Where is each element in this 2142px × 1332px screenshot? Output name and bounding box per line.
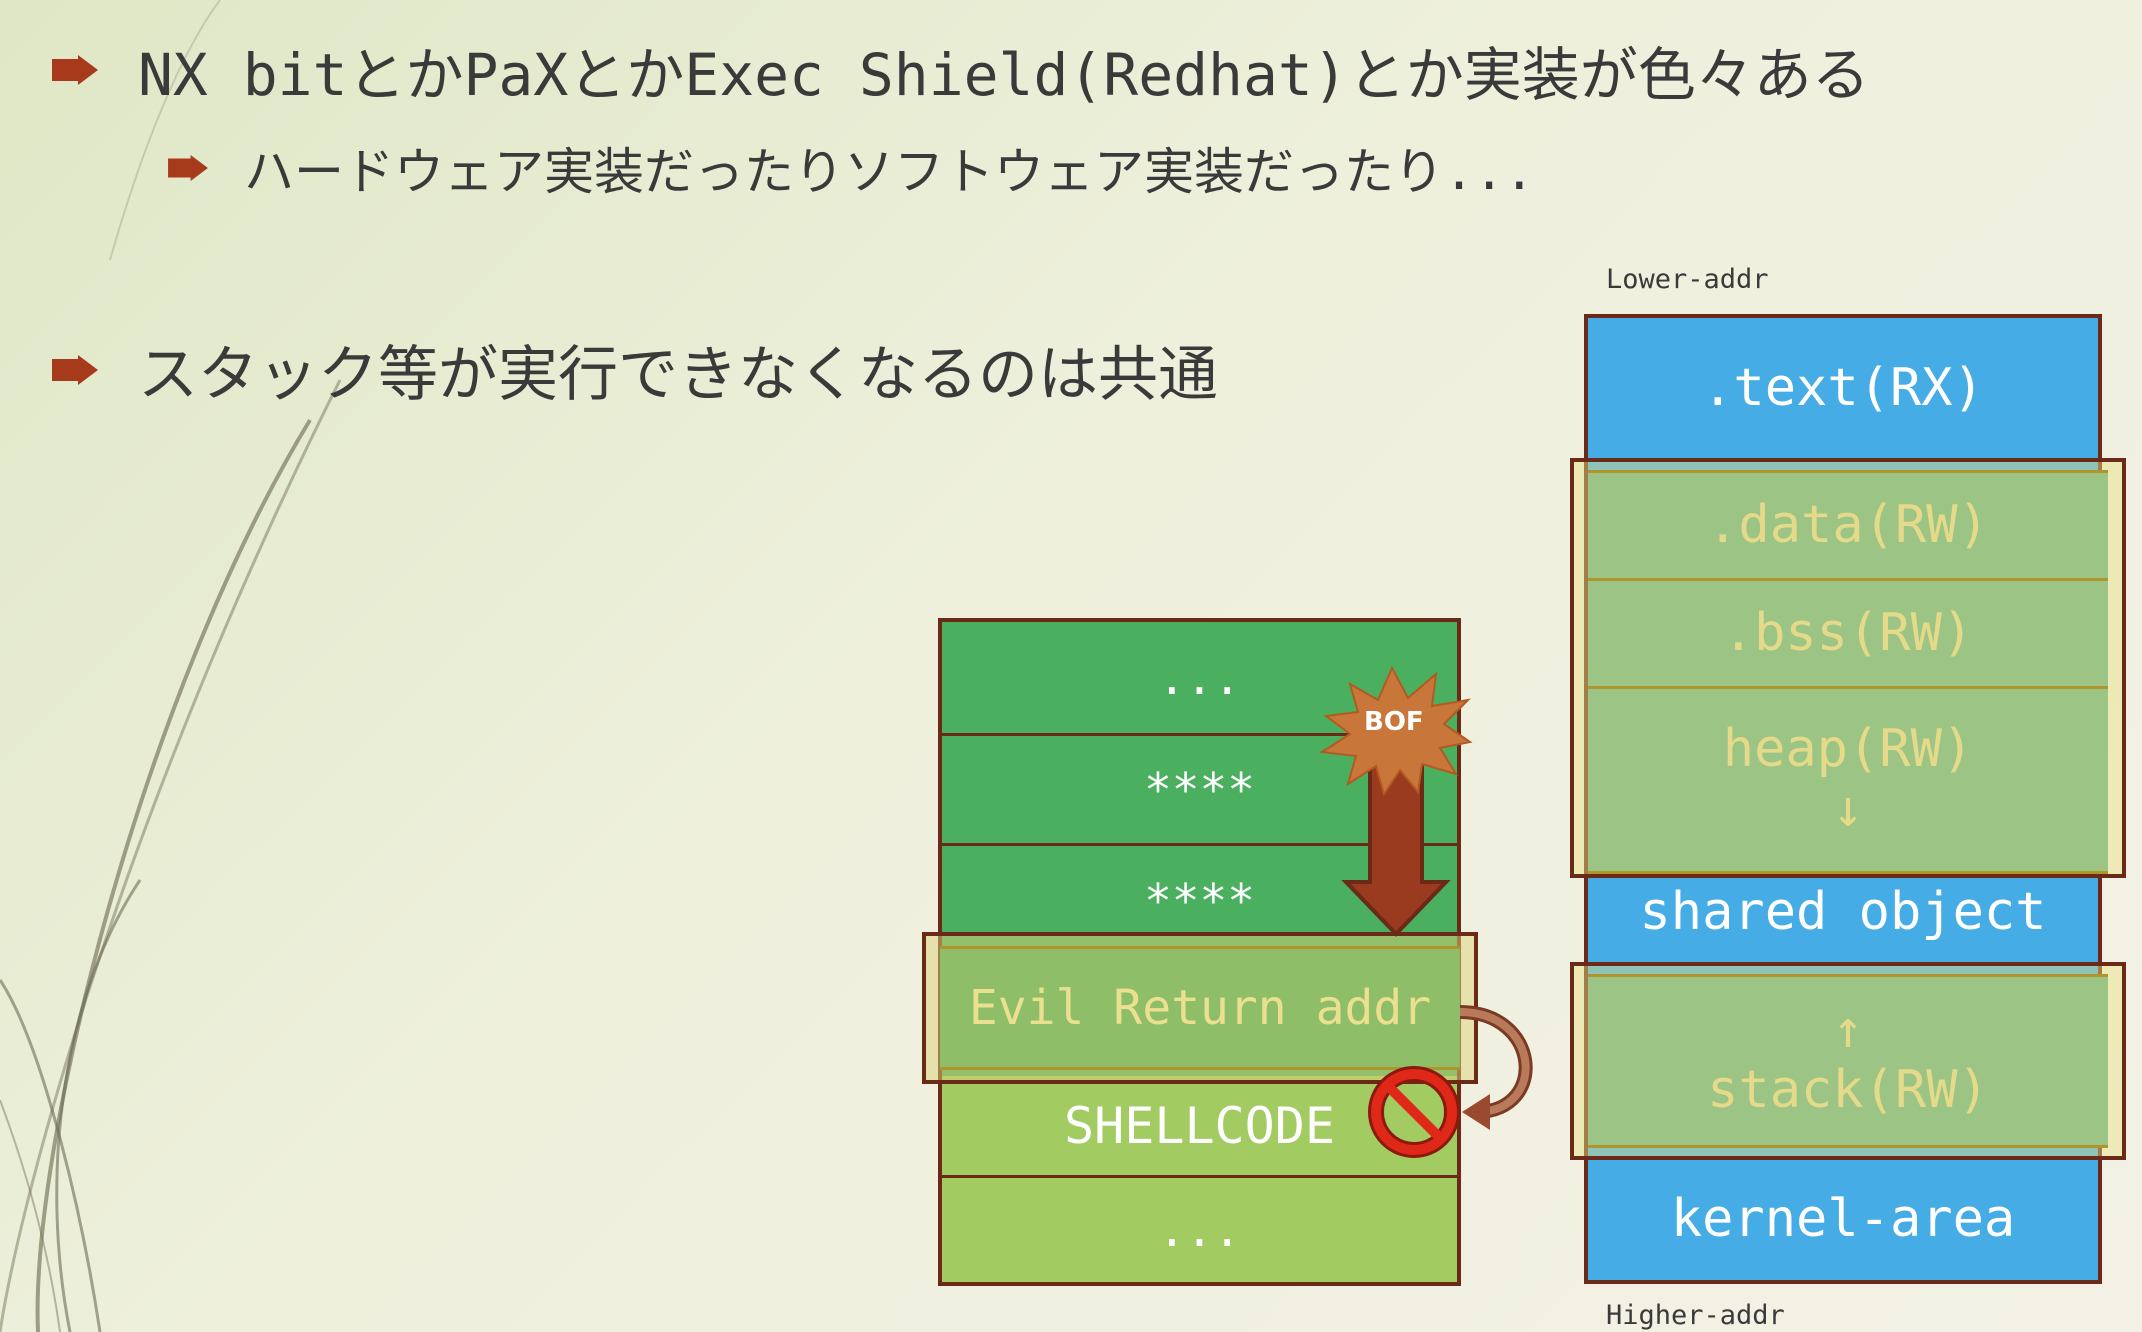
rw-region-stack: ↑ stack(RW) (1570, 962, 2126, 1160)
shared-object-label: shared object (1639, 882, 2047, 942)
evil-return-frame: Evil Return addr (922, 932, 1478, 1084)
heap-segment: heap(RW) ↓ (1588, 686, 2108, 874)
shellcode-row: SHELLCODE (942, 1076, 1457, 1178)
bullet-text: ハードウェア実装だったりソフトウェア実装だったり... (244, 143, 1535, 201)
sub-bullet-implementations: ハードウェア実装だったりソフトウェア実装だったり... (168, 132, 1534, 204)
stack-up-arrow-icon: ↑ (1832, 1000, 1864, 1061)
bss-segment: .bss(RW) (1588, 578, 2108, 686)
stack-row-ellipsis-bottom: ... (942, 1178, 1457, 1282)
stack-segment-label: stack(RW) (1707, 1060, 1989, 1120)
arrow-bullet-icon (52, 55, 98, 85)
bss-segment-label: .bss(RW) (1722, 602, 1974, 663)
stack-row-filler-1: **** (942, 736, 1457, 846)
bof-label: BOF (1364, 707, 1424, 737)
bullet-stack-non-exec: スタック等が実行できなくなるのは共通 (52, 326, 1218, 413)
bullet-nx-bit: NX bitとかPaXとかExec Shield(Redhat)とか実装が色々あ… (52, 28, 1870, 112)
heap-segment-label: heap(RW) (1722, 719, 1974, 780)
kernel-area-label: kernel-area (1670, 1189, 2016, 1249)
shared-object-segment: shared object (1588, 866, 2098, 958)
text-segment-label: .text(RX) (1702, 358, 1984, 418)
stack-segment: ↑ stack(RW) (1588, 974, 2108, 1148)
data-segment-label: .data(RW) (1707, 494, 1989, 555)
bullet-text: スタック等が実行できなくなるのは共通 (138, 340, 1218, 410)
heap-down-arrow-icon: ↓ (1832, 779, 1864, 839)
higher-addr-label: Higher-addr (1606, 1300, 1785, 1331)
data-segment: .data(RW) (1588, 470, 2108, 578)
lower-addr-label: Lower-addr (1606, 264, 1769, 295)
text-segment: .text(RX) (1588, 318, 2098, 458)
stack-row-text: **** (1144, 874, 1255, 928)
evil-return-row: Evil Return addr (940, 946, 1460, 1070)
arrow-bullet-icon (168, 155, 208, 181)
stack-row-text: ... (1157, 650, 1242, 705)
rw-region-heap: .data(RW) .bss(RW) heap(RW) ↓ (1570, 458, 2126, 878)
kernel-area-segment: kernel-area (1588, 1158, 2098, 1280)
shellcode-label: SHELLCODE (1064, 1096, 1335, 1155)
rw-region-inner: ↑ stack(RW) (1588, 974, 2108, 1148)
bullet-text: NX bitとかPaXとかExec Shield(Redhat)とか実装が色々あ… (138, 41, 1870, 109)
evil-return-label: Evil Return addr (968, 980, 1432, 1036)
arrow-bullet-icon (52, 354, 98, 385)
stack-row-text: **** (1144, 762, 1255, 817)
stack-row-text: ... (1157, 1203, 1242, 1257)
rw-region-inner: .data(RW) .bss(RW) heap(RW) ↓ (1588, 470, 2108, 874)
